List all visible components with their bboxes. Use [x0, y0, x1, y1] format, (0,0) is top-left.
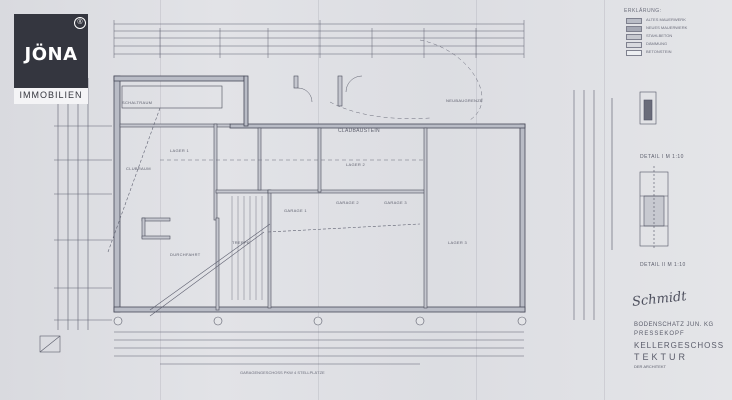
- room-label-cladbaustein: CLADBAUSTEIN: [338, 128, 380, 134]
- legend-swatch: [626, 50, 642, 56]
- company-logo: ® JÖNA IMMOBILIEN: [14, 14, 88, 104]
- title-architect: DER ARCHITEKT: [634, 364, 667, 369]
- paper-fold: [318, 0, 319, 400]
- room-label-schaltraum: SCHALTRAUM: [122, 100, 153, 105]
- legend-title: ERKLÄRUNG:: [624, 8, 662, 14]
- paper-fold: [604, 0, 605, 400]
- legend-label: NEUES MAUERWERK: [646, 25, 688, 30]
- room-label-durchfahrt: DURCHFAHRT: [170, 252, 201, 257]
- legend-swatch: [626, 18, 642, 24]
- legend-label: BETONSTEIN: [646, 49, 672, 54]
- legend-label: ALTES MAUERWERK: [646, 17, 686, 22]
- legend-label: STAHLBETON: [646, 33, 673, 38]
- legend-swatch: [626, 34, 642, 40]
- paper-fold: [160, 0, 161, 400]
- title-tektur: TEKTUR: [634, 352, 688, 362]
- legend-swatch: [626, 42, 642, 48]
- legend-swatch: [626, 26, 642, 32]
- room-label-garage1: GARAGE 1: [284, 208, 307, 213]
- legend-label: DÄMMUNG: [646, 41, 668, 46]
- room-label-clubraum: CLUBRAUM: [126, 166, 151, 171]
- logo-subtitle: IMMOBILIEN: [19, 90, 83, 100]
- title-company: BODENSCHATZ JUN. KG: [634, 322, 714, 328]
- logo-name: JÖNA: [24, 44, 78, 65]
- room-label-lager2: LAGER 2: [346, 162, 365, 167]
- room-label-treppe: TREPPE: [232, 240, 250, 245]
- detail-label-2: DETAIL II M 1:10: [640, 262, 686, 268]
- bottom-note: GARAGENGESCHOSS PKW 4 STELLPLÄTZE: [240, 370, 325, 375]
- room-label-garage3: GARAGE 3: [384, 200, 407, 205]
- title-line2: PRESSEKOPF: [634, 331, 685, 337]
- room-label-lager1: LAGER 1: [170, 148, 189, 153]
- room-label-lager3: LAGER 3: [448, 240, 467, 245]
- registered-mark: ®: [74, 17, 86, 29]
- logo-mark: ® JÖNA: [14, 14, 88, 88]
- detail-label-1: DETAIL I M 1:10: [640, 154, 684, 160]
- title-kellergeschoss: KELLERGESCHOSS: [634, 341, 725, 350]
- room-label-garage2: GARAGE 2: [336, 200, 359, 205]
- paper-fold: [476, 0, 477, 400]
- room-label-neubaugrenze: NEUBAUGRENZE: [446, 98, 483, 103]
